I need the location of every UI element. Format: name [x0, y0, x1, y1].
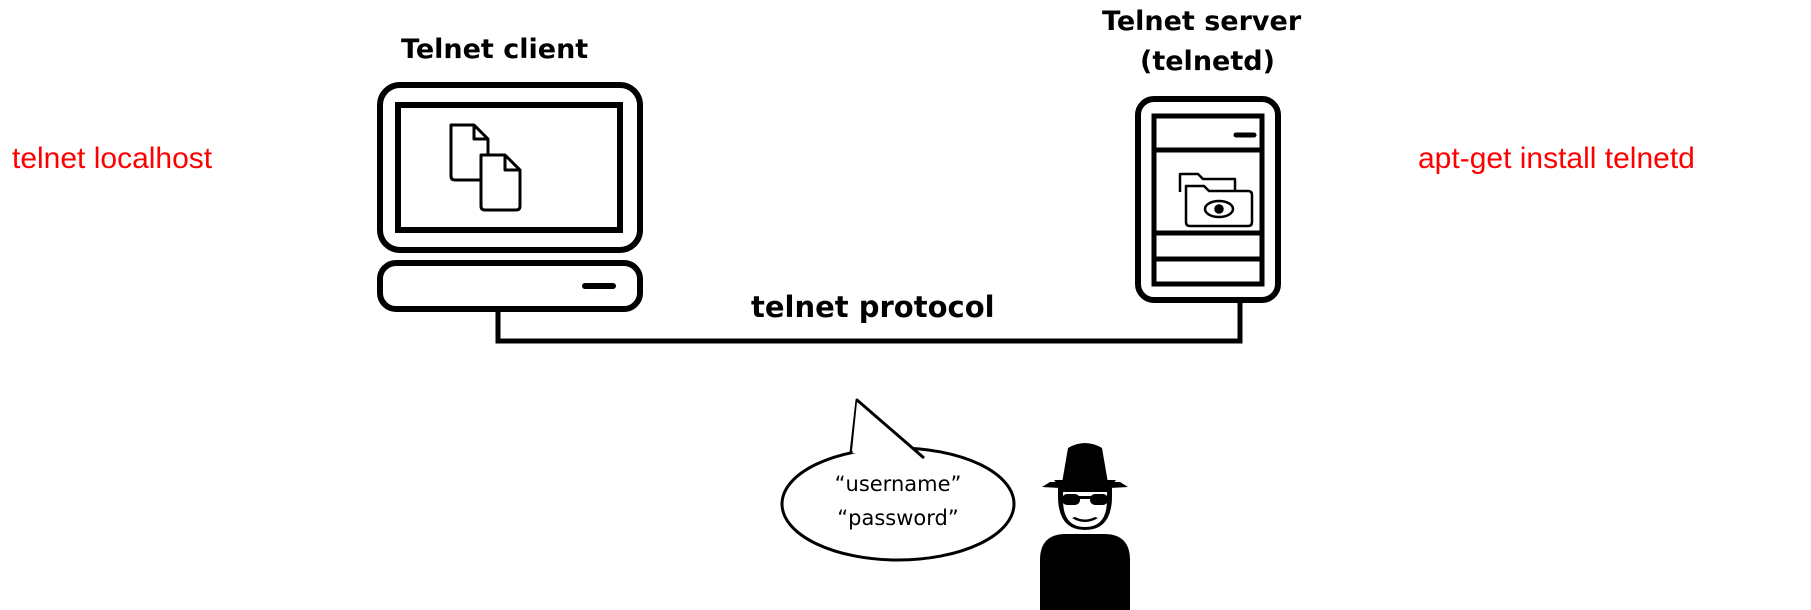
documents-icon	[449, 123, 522, 212]
server-title-line1: Telnet server	[1102, 6, 1302, 37]
bubble-username: “username”	[834, 472, 962, 496]
speech-bubble	[780, 398, 1016, 562]
client-base	[377, 260, 643, 312]
bubble-password: “password”	[837, 506, 959, 530]
server-command: apt-get install telnetd	[1418, 142, 1695, 175]
server-tower-icon	[1135, 96, 1281, 303]
client-computer-icon	[377, 82, 643, 312]
protocol-label: telnet protocol	[751, 290, 995, 324]
client-title: Telnet client	[401, 34, 589, 65]
network-connection-line	[495, 300, 1243, 344]
server-title-line2: (telnetd)	[1140, 46, 1275, 77]
client-command: telnet localhost	[12, 142, 213, 175]
folder-eye-icon	[1178, 172, 1254, 228]
spy-icon	[1040, 443, 1130, 610]
